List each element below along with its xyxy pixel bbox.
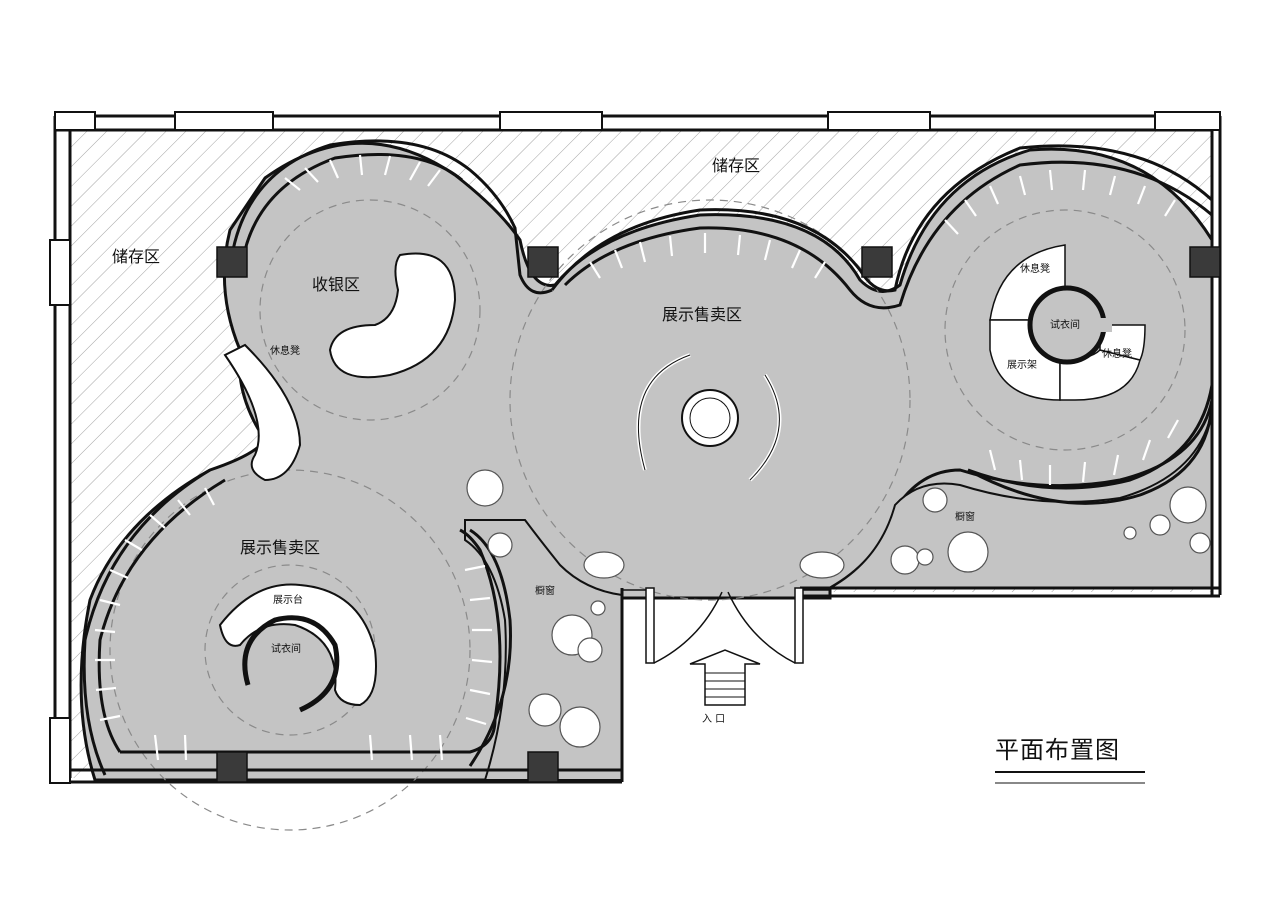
label-window-right: 橱窗 xyxy=(955,510,975,523)
label-display-rack: 展示架 xyxy=(1007,359,1037,371)
decor-circles xyxy=(466,469,1211,748)
label-bench-right-top: 休息凳 xyxy=(1020,262,1050,275)
label-bench-left: 休息凳 xyxy=(270,344,300,357)
entrance-arrow xyxy=(689,649,761,706)
bench-left xyxy=(223,343,302,482)
exterior-area xyxy=(622,592,1212,905)
drawing-title: 平面布置图 xyxy=(995,736,1120,764)
label-storage-left: 储存区 xyxy=(112,247,160,266)
label-display-table: 展示台 xyxy=(273,593,303,606)
inner-walls xyxy=(82,139,1214,776)
entrance-doors xyxy=(622,587,830,664)
label-bench-right: 休息凳 xyxy=(1102,347,1132,360)
label-sales-left: 展示售卖区 xyxy=(240,538,320,557)
center-display xyxy=(636,353,782,482)
label-fitting-left: 试衣间 xyxy=(271,642,301,655)
label-sales-center: 展示售卖区 xyxy=(662,305,742,324)
clothing-rack-ticks xyxy=(94,154,1179,761)
label-cashier: 收银区 xyxy=(312,275,360,294)
label-storage-top: 储存区 xyxy=(712,156,760,175)
fitting-room-right-group xyxy=(989,244,1146,401)
label-window-left: 橱窗 xyxy=(535,584,555,597)
floor-guides xyxy=(109,199,1186,831)
label-entrance: 入 口 xyxy=(702,714,725,725)
cashier-counter xyxy=(328,252,457,379)
fitting-room-left xyxy=(242,615,340,713)
structural-columns xyxy=(216,246,1221,783)
window-display-right xyxy=(826,409,1213,589)
window-frames xyxy=(49,111,1221,784)
label-fitting-right: 试衣间 xyxy=(1050,318,1080,331)
